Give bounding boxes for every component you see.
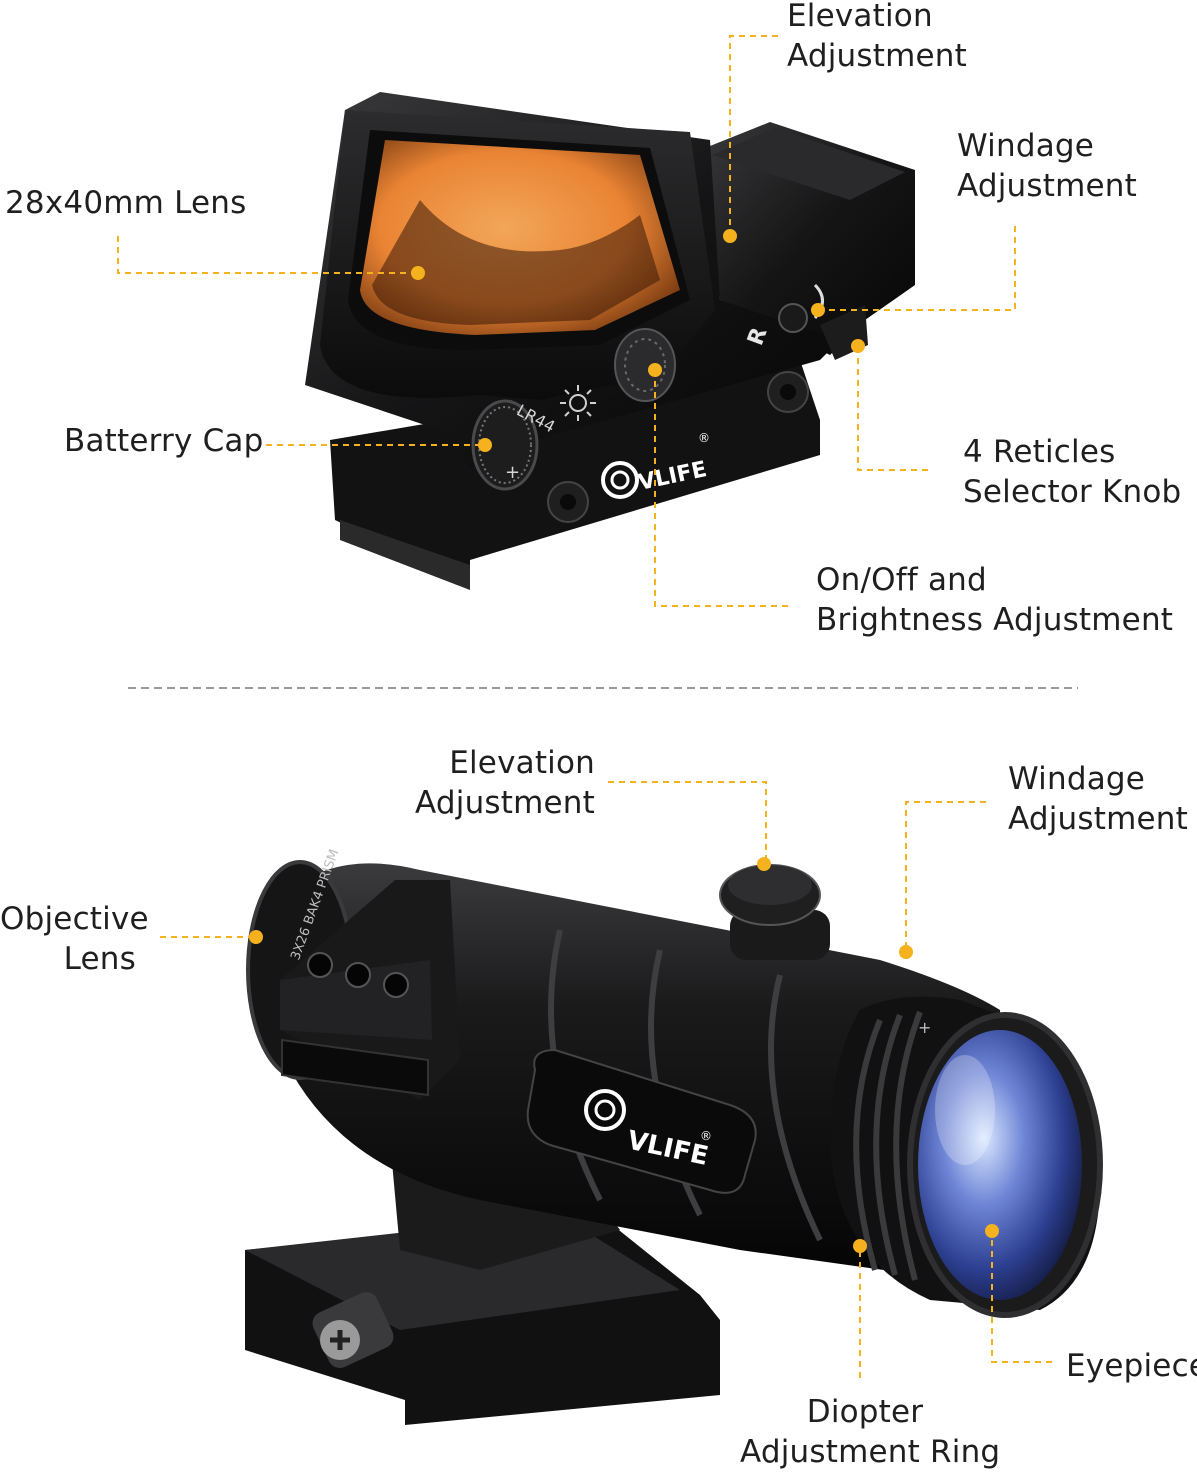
- rail-mount-top: [330, 360, 820, 585]
- dot-elevation-top: [723, 229, 737, 243]
- rear-body-top: [712, 128, 905, 200]
- label-brightness-line2: Brightness Adjustment: [816, 602, 1174, 638]
- leader-windage-bottom: [905, 801, 986, 950]
- label-reticle-knob: 4 Reticles Selector Knob: [963, 432, 1181, 512]
- leader-windage-top: [818, 226, 1016, 311]
- brand-mark-top: ®: [698, 431, 710, 445]
- lever-screw: [312, 1291, 394, 1369]
- leader-eyepiece-bottom: [991, 1232, 1052, 1363]
- label-elevation-bottom: Elevation Adjustment: [380, 743, 595, 823]
- battery-cap: [471, 399, 539, 491]
- dot-eyepiece-bottom: [985, 1224, 999, 1238]
- label-diopter-line2: Adjustment Ring: [740, 1434, 1001, 1470]
- top-leaders: [117, 35, 1016, 607]
- windage-plus-mark: +: [918, 1018, 931, 1037]
- brand-mark-bottom: ®: [700, 1129, 712, 1143]
- leader-lens-top: [117, 236, 418, 274]
- eyepiece-lens: [918, 1030, 1082, 1300]
- screw-hole-3: [383, 972, 409, 998]
- brightness-knob: [614, 328, 676, 402]
- bottom-dots: [249, 857, 999, 1253]
- lens-inner-shadow: [372, 200, 660, 325]
- label-reticle-knob-line2: Selector Knob: [963, 474, 1182, 510]
- main-tube: [285, 863, 1010, 1275]
- label-diopter-line1: Diopter: [806, 1394, 924, 1430]
- label-battery-cap: Batterry Cap: [64, 421, 264, 461]
- dot-windage-bottom: [899, 945, 913, 959]
- bottom-leaders: [160, 781, 1052, 1378]
- leader-elevation-bottom: [608, 781, 767, 862]
- logo-ring-bottom: [584, 1089, 626, 1131]
- label-battery-cap-line1: Batterry Cap: [64, 423, 264, 459]
- label-windage-top: Windage Adjustment: [957, 126, 1137, 206]
- leader-brightness-top: [654, 370, 788, 607]
- eyepiece-glare: [935, 1055, 995, 1165]
- dot-brightness-top: [648, 363, 662, 377]
- screw-hole-2: [345, 962, 371, 988]
- rail-slot: [281, 1038, 429, 1097]
- dot-elevation-bottom: [757, 857, 771, 871]
- label-brightness: On/Off and Brightness Adjustment: [816, 560, 1173, 640]
- label-objective-lens-line1: Objective: [0, 901, 149, 937]
- label-elevation-bottom-line2: Adjustment: [415, 785, 595, 821]
- logo-panel: [526, 1048, 757, 1194]
- label-reticle-knob-line1: 4 Reticles: [963, 434, 1116, 470]
- label-windage-bottom: Windage Adjustment: [1008, 759, 1188, 839]
- label-eyepiece: Eyepiece: [1066, 1346, 1197, 1386]
- top-dots: [411, 229, 865, 452]
- label-windage-bottom-line2: Adjustment: [1008, 801, 1188, 837]
- label-windage-top-line2: Adjustment: [957, 168, 1137, 204]
- label-objective-lens-line2: Lens: [63, 941, 136, 977]
- plus-mark: +: [505, 462, 520, 483]
- label-diopter: Diopter Adjustment Ring: [740, 1392, 1001, 1472]
- rail-slots: [340, 520, 470, 590]
- rail-clamp-left-screw: [560, 494, 576, 510]
- logo-ring-bottom-inner: [594, 1099, 616, 1121]
- label-windage-top-line1: Windage: [957, 128, 1095, 164]
- dot-battery-top: [478, 438, 492, 452]
- dot-lens-top: [411, 266, 425, 280]
- logo-ring: [601, 461, 639, 499]
- label-eyepiece-line1: Eyepiece: [1066, 1348, 1197, 1384]
- brightness-knob-grip: [624, 338, 666, 392]
- red-dot-sight: LR44 + VLIFE ® R: [305, 92, 915, 590]
- leader-reticle-top: [857, 348, 928, 471]
- logo-ring-inner: [610, 470, 630, 490]
- label-brightness-line1: On/Off and: [816, 562, 987, 598]
- elevation-turret-top: [728, 865, 812, 905]
- label-lens-top: 28x40mm Lens: [5, 183, 247, 223]
- diopter-ring: [853, 1010, 923, 1281]
- label-lens-top-line1: 28x40mm Lens: [5, 185, 247, 221]
- label-elevation-bottom-line1: Elevation: [449, 745, 595, 781]
- dot-objective-bottom: [249, 930, 263, 944]
- screw-hole-1: [307, 952, 333, 978]
- label-elevation-top: Elevation Adjustment: [787, 0, 967, 76]
- label-windage-bottom-line1: Windage: [1008, 761, 1146, 797]
- magnifier: 3X26 BAK4 PRISM VLIFE ®: [245, 847, 1103, 1425]
- tube-rib-3: [768, 974, 823, 1242]
- mount-screw-holes: [307, 952, 409, 998]
- reticle-selector-screw: [778, 303, 808, 333]
- dot-windage-top: [811, 303, 825, 317]
- label-elevation-top-line1: Elevation: [787, 0, 933, 34]
- rail-clamp-right-screw: [780, 384, 796, 400]
- sun-icon: [560, 385, 596, 421]
- label-elevation-top-line2: Adjustment: [787, 38, 967, 74]
- label-objective-lens: Objective Lens: [0, 899, 149, 979]
- dot-reticle-top: [851, 339, 865, 353]
- dot-diopter-bottom: [853, 1239, 867, 1253]
- leader-elevation-top: [729, 35, 778, 234]
